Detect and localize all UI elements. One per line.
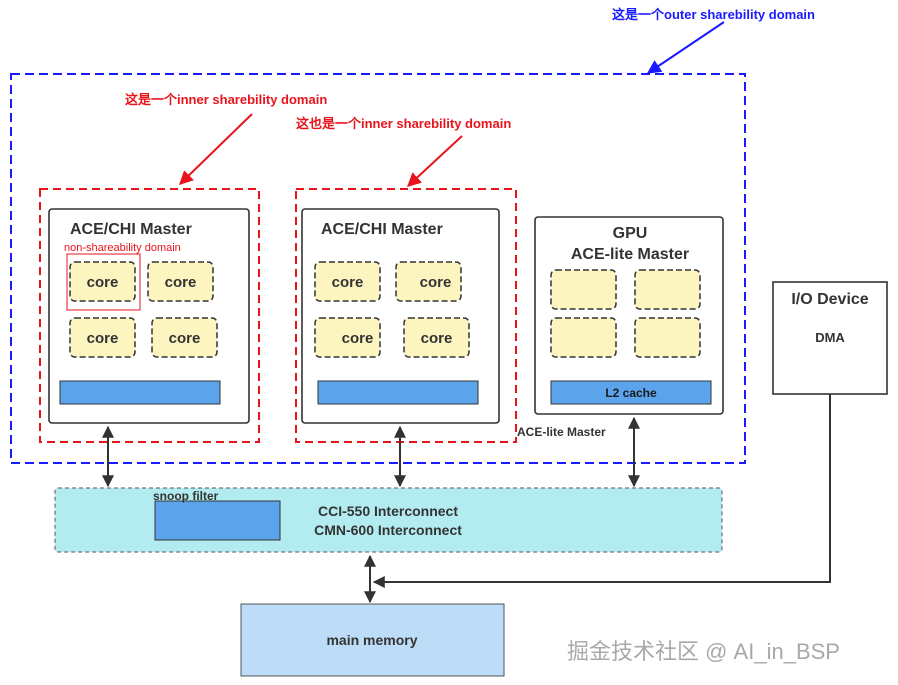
io-device-dma: DMA <box>815 330 845 345</box>
ace-lite-port-label: ACE-lite Master <box>517 425 606 439</box>
main-memory <box>240 603 505 677</box>
core-label: core <box>169 330 201 347</box>
gpu-unit-box <box>634 269 701 310</box>
non-shareability-label: non-shareability domain <box>64 242 181 254</box>
inner-domain-arrow-1 <box>178 113 253 185</box>
outer-domain-annotation: 这是一个outer sharebility domain <box>612 7 815 22</box>
core-label: core <box>165 274 197 291</box>
gpu-l2-cache-label: L2 cache <box>605 386 657 400</box>
io-device-title: I/O Device <box>791 291 868 308</box>
core-box <box>151 317 218 358</box>
inner-shareability-domain-1 <box>39 188 260 443</box>
gpu-unit-box <box>550 269 617 310</box>
gpu-unit-box <box>550 317 617 358</box>
core-label: core <box>421 330 453 347</box>
gpu-title: GPU <box>613 225 648 242</box>
interconnect-label-1: CCI-550 Interconnect <box>318 503 458 519</box>
core-box <box>314 317 381 358</box>
core-box <box>395 261 462 302</box>
core-box <box>314 261 381 302</box>
gpu-ace-lite-master <box>534 216 724 415</box>
core-label: core <box>87 274 119 291</box>
ace-chi-master-2-title: ACE/CHI Master <box>321 221 443 238</box>
gpu-l2-cache <box>550 380 712 405</box>
core-label: core <box>87 330 119 347</box>
core-label: core <box>420 274 452 291</box>
inner-domain-annotation-1: 这是一个inner sharebility domain <box>125 92 327 107</box>
master-1-cache-bar <box>59 380 221 405</box>
core-box <box>69 317 136 358</box>
outer-domain-arrow <box>646 21 725 74</box>
interconnect-label-2: CMN-600 Interconnect <box>314 522 462 538</box>
core-label: core <box>332 274 364 291</box>
link-dma-memory <box>372 394 831 588</box>
core-label: core <box>342 330 374 347</box>
outer-shareability-domain <box>10 73 746 464</box>
main-memory-label: main memory <box>326 632 417 648</box>
snoop-filter <box>154 500 281 541</box>
ace-chi-master-1-title: ACE/CHI Master <box>70 221 192 238</box>
gpu-unit-box <box>634 317 701 358</box>
snoop-filter-label: snoop filter <box>153 489 219 503</box>
core-box <box>403 317 470 358</box>
gpu-subtitle: ACE-lite Master <box>571 246 689 263</box>
watermark: 掘金技术社区 @ AI_in_BSP <box>567 639 840 664</box>
non-shareability-domain <box>66 253 141 311</box>
io-device <box>772 281 888 395</box>
inner-shareability-domain-2 <box>295 188 517 443</box>
master-2-cache-bar <box>317 380 479 405</box>
inner-domain-annotation-2: 这也是一个inner sharebility domain <box>296 116 511 131</box>
core-box <box>147 261 214 302</box>
inner-domain-arrow-2 <box>406 135 463 187</box>
core-box <box>69 261 136 302</box>
